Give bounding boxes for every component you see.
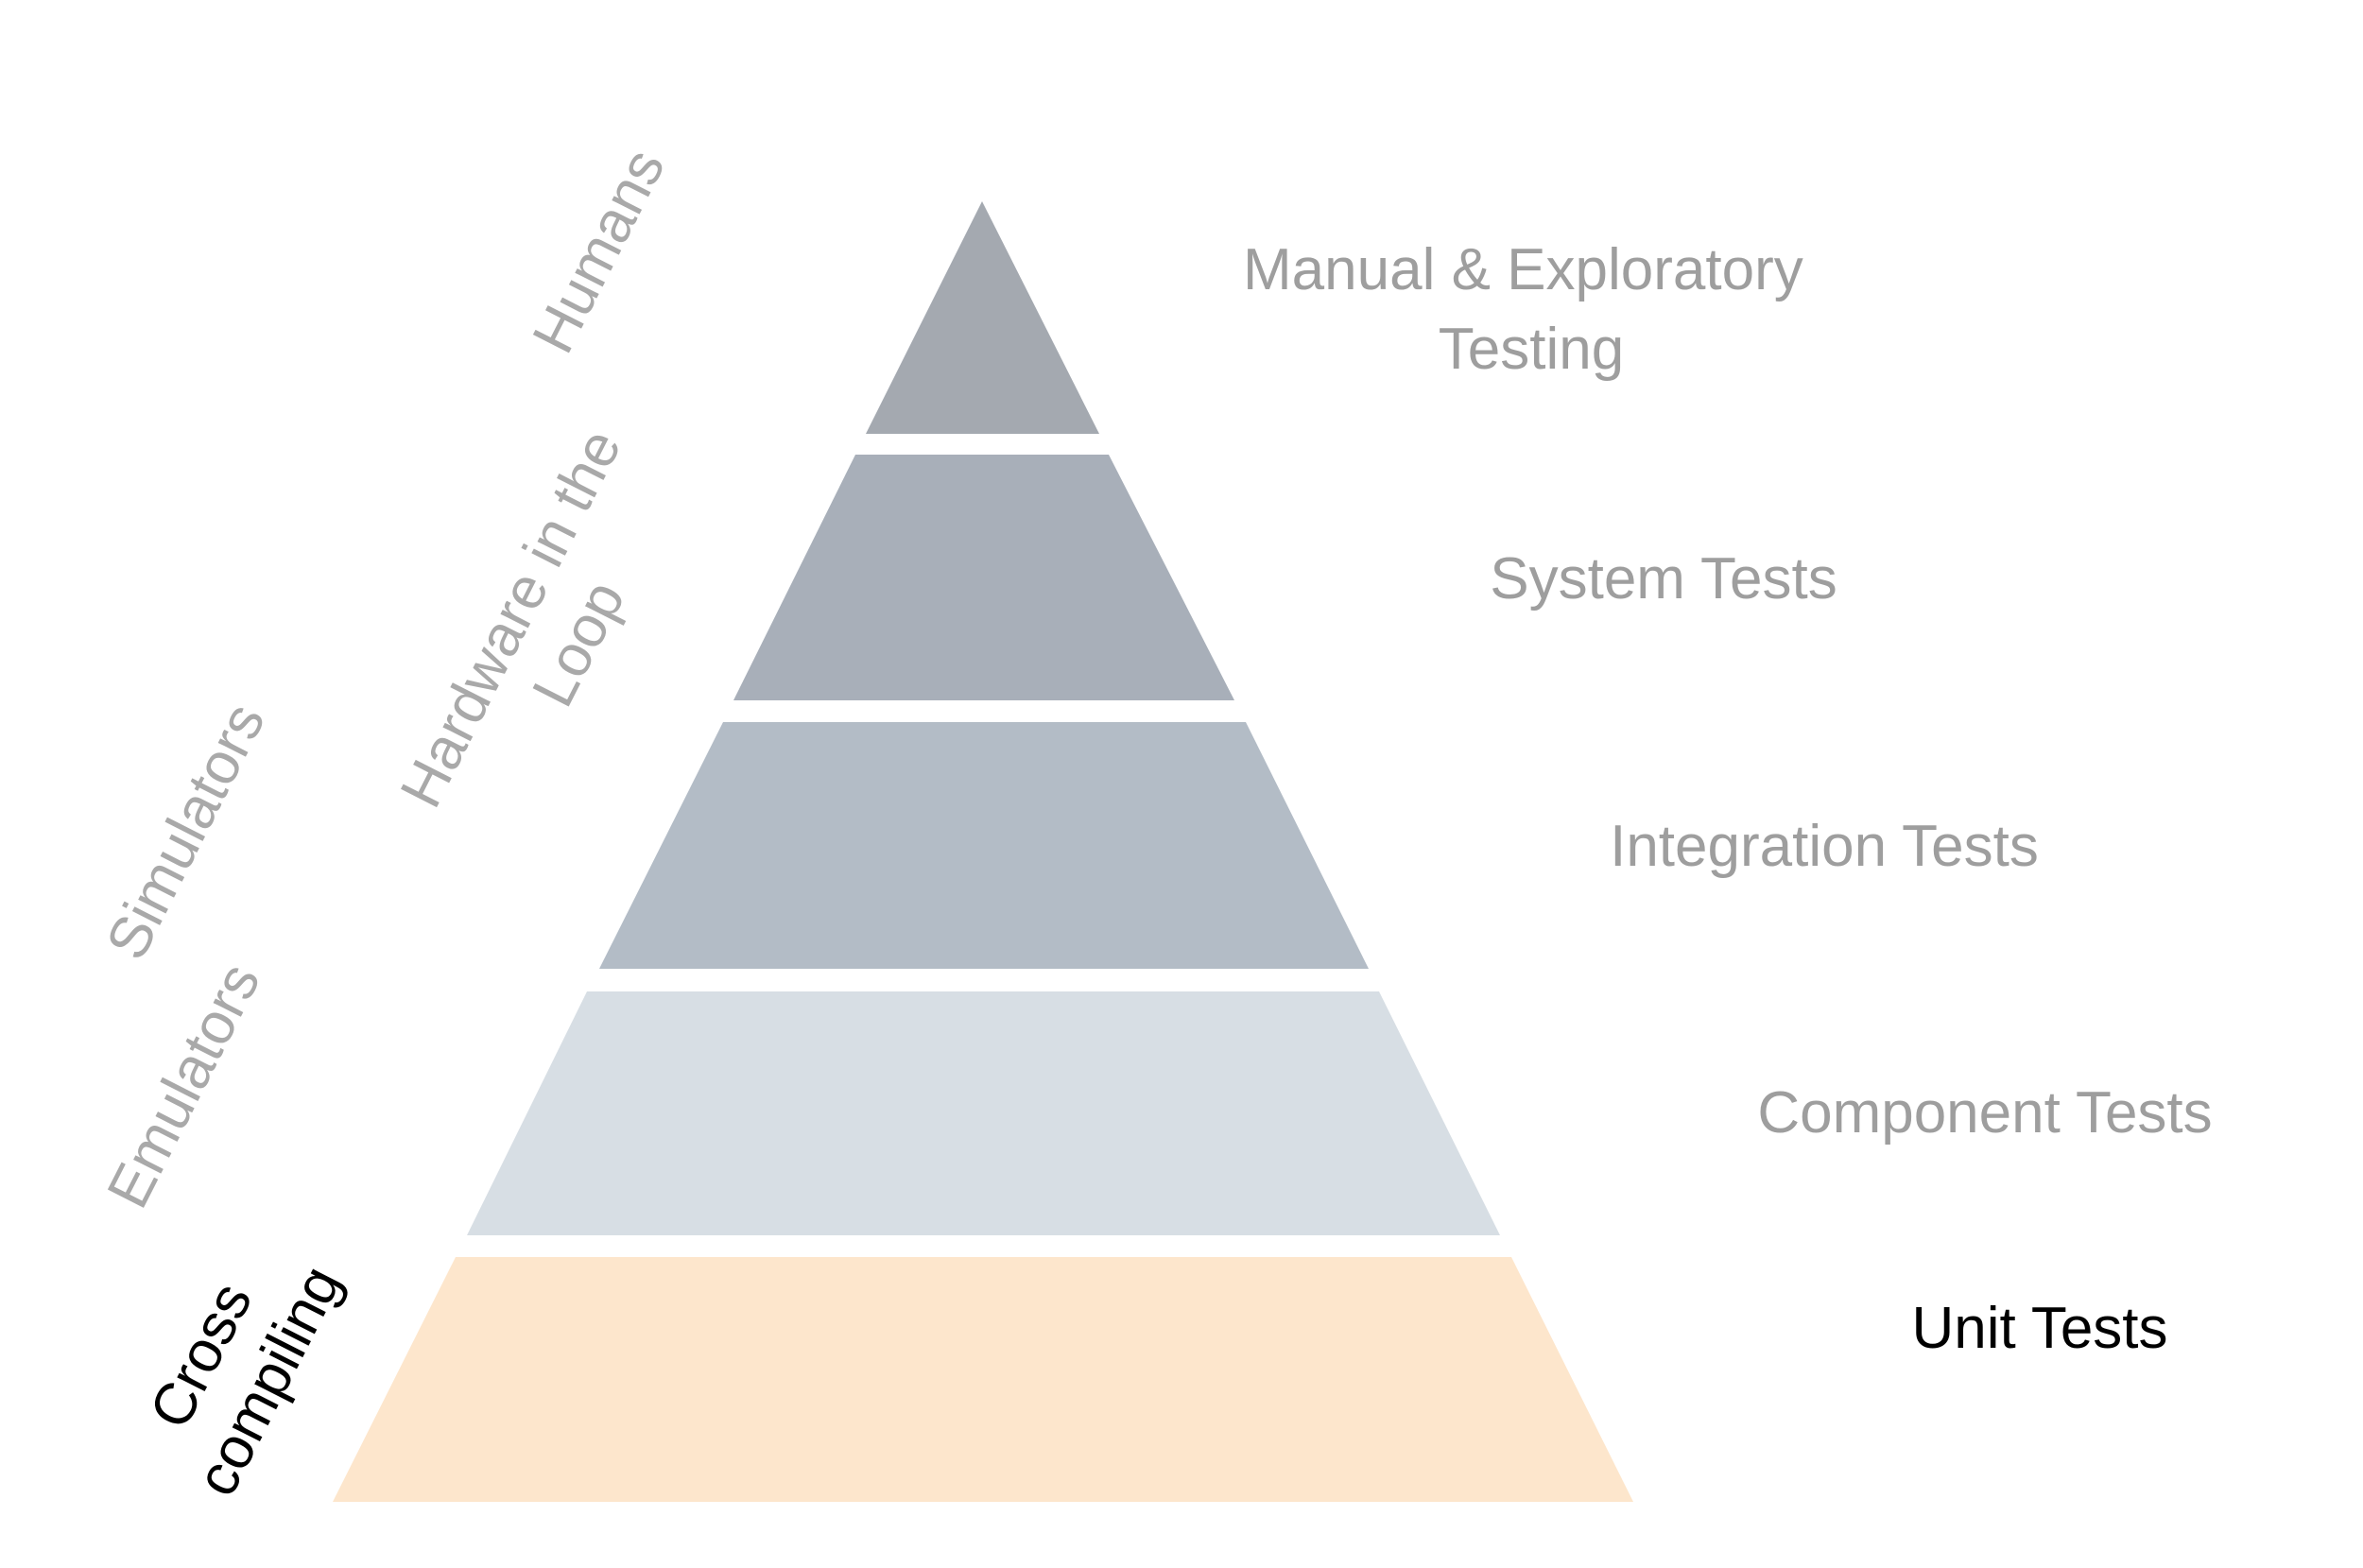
- side-label-emulators: Emulators: [95, 954, 273, 1218]
- level-label-line: Component Tests: [1757, 1080, 2212, 1146]
- pyramid: [333, 201, 1633, 1502]
- side-label-hardware-in-the-loop: Hardware in the Loop: [388, 405, 706, 850]
- pyramid-level-system: [733, 455, 1234, 700]
- pyramid-level-unit: [333, 1257, 1633, 1502]
- side-label-line: Emulators: [95, 954, 273, 1218]
- level-label-line: Testing: [1439, 317, 1624, 382]
- level-label-line: System Tests: [1490, 546, 1837, 612]
- level-label-line: Unit Tests: [1911, 1296, 2167, 1361]
- level-labels: Manual & Exploratory Testing System Test…: [1243, 237, 2213, 1361]
- side-label-cross-compiling: Cross compiling: [120, 1223, 354, 1506]
- level-label-system: System Tests: [1490, 546, 1837, 612]
- level-label-line: Manual & Exploratory: [1243, 237, 1803, 302]
- level-label-integration: Integration Tests: [1610, 814, 2039, 879]
- level-label-unit: Unit Tests: [1911, 1296, 2167, 1361]
- side-label-line: Simulators: [95, 694, 278, 970]
- side-label-line: Humans: [521, 139, 678, 363]
- level-label-component: Component Tests: [1757, 1080, 2212, 1146]
- level-label-line: Integration Tests: [1610, 814, 2039, 879]
- side-label-simulators: Simulators: [95, 694, 278, 970]
- pyramid-level-integration: [599, 722, 1369, 969]
- pyramid-level-manual: [866, 201, 1099, 434]
- level-label-manual: Manual & Exploratory Testing: [1243, 237, 1820, 382]
- side-label-humans: Humans: [521, 139, 678, 363]
- pyramid-level-component: [467, 991, 1500, 1235]
